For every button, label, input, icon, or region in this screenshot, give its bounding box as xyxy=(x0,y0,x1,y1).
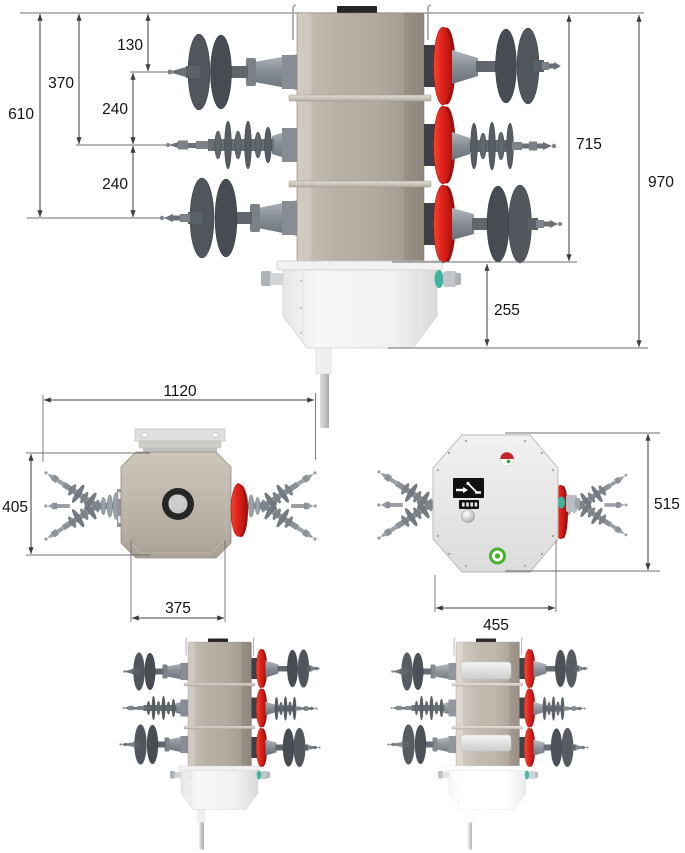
plate-screws xyxy=(436,439,555,568)
side-view-dimensions: 515 455 xyxy=(434,432,680,634)
dim-455-label: 455 xyxy=(483,617,509,634)
dim-240-bottom-label: 240 xyxy=(102,176,128,193)
rating-label xyxy=(459,500,479,509)
silver-panel xyxy=(460,734,512,752)
bushing-cluster-left xyxy=(39,463,119,548)
top-view-dimensions: 1120 405 375 xyxy=(2,383,316,622)
cabinet-end-plate xyxy=(432,434,559,573)
dim-610-label: 610 xyxy=(8,106,34,123)
front-view xyxy=(159,4,563,429)
silver-panel xyxy=(460,661,512,680)
dim-970-label: 970 xyxy=(648,174,674,191)
dim-130-label: 130 xyxy=(117,37,143,54)
red-phase-disc-top-view xyxy=(230,483,247,537)
front-view-dimensions-right: 715 970 255 xyxy=(388,14,674,349)
manual-trip-knob xyxy=(461,509,475,523)
green-indicator xyxy=(489,547,506,565)
iso-view-left xyxy=(119,637,321,850)
top-view: 1120 405 375 xyxy=(2,383,322,622)
dim-515-label: 515 xyxy=(654,496,680,513)
dim-405-label: 405 xyxy=(2,499,28,516)
dim-715-label: 715 xyxy=(576,136,602,153)
switch-symbol-icon xyxy=(453,478,484,498)
dim-375-label: 375 xyxy=(165,600,191,617)
dim-370-label: 370 xyxy=(48,75,74,92)
teal-gland-ring xyxy=(557,496,566,509)
front-view-dimensions-left: 610 370 130 240 240 xyxy=(8,12,644,219)
dim-255-label: 255 xyxy=(494,302,520,319)
dim-240-top-label: 240 xyxy=(102,101,128,118)
mounting-bracket xyxy=(134,428,226,452)
side-view: 515 455 xyxy=(372,432,680,634)
bushing-cluster-right xyxy=(242,463,322,548)
dim-1120-label: 1120 xyxy=(163,383,197,400)
brand-logo-badge xyxy=(499,451,515,467)
iso-view-right xyxy=(386,637,589,850)
